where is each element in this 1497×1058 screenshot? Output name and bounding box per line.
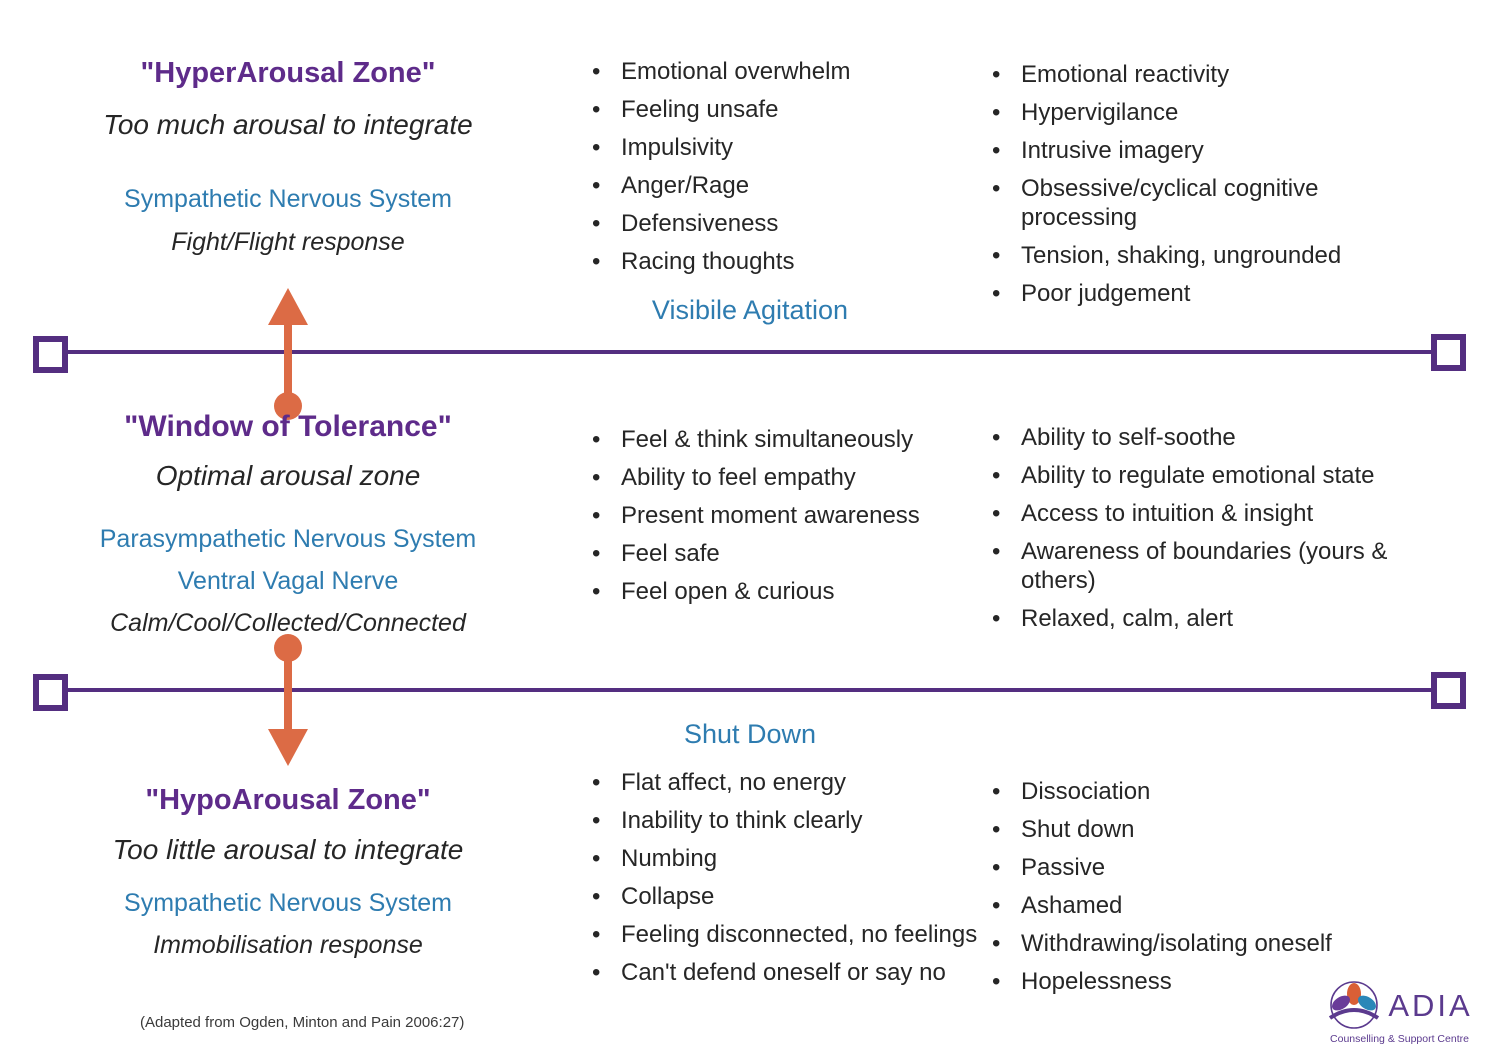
lower-boundary-left-square	[33, 674, 68, 711]
list-item: Flat affect, no energy	[585, 768, 985, 797]
hypoarousal-title: "HypoArousal Zone"	[145, 784, 431, 816]
window-title: "Window of Tolerance"	[124, 410, 452, 443]
list-item: Emotional overwhelm	[585, 57, 985, 86]
adia-logo: ADIA Counselling & Support Centre	[1312, 980, 1487, 1045]
citation-text: (Adapted from Ogden, Minton and Pain 200…	[140, 1014, 465, 1031]
adia-logo-tagline: Counselling & Support Centre	[1330, 1033, 1469, 1045]
list-item: Numbing	[585, 844, 985, 873]
list-item: Collapse	[585, 882, 985, 911]
list-item: Ability to feel empathy	[585, 463, 985, 492]
adia-logo-name: ADIA	[1388, 988, 1473, 1023]
up-arrow-icon	[268, 288, 308, 420]
hypoarousal-header: "HypoArousal Zone" Too little arousal to…	[16, 783, 560, 960]
list-item: Feeling unsafe	[585, 95, 985, 124]
list-item: Emotional reactivity	[985, 60, 1390, 89]
list-item: Tension, shaking, ungrounded	[985, 241, 1390, 270]
list-item: Dissociation	[985, 777, 1390, 806]
list-item: Impulsivity	[585, 133, 985, 162]
list-item: Feel safe	[585, 539, 985, 568]
list-item: Inability to think clearly	[585, 806, 985, 835]
down-arrow-icon	[268, 634, 308, 766]
window-system: Parasympathetic Nervous System	[99, 525, 477, 553]
list-item: Feeling disconnected, no feelings	[585, 920, 985, 949]
list-item: Intrusive imagery	[985, 136, 1390, 165]
visible-agitation-label: Visibile Agitation	[651, 295, 849, 325]
window-system2: Ventral Vagal Nerve	[177, 567, 399, 595]
list-item: Passive	[985, 853, 1390, 882]
list-item: Obsessive/cyclical cognitive processing	[985, 174, 1390, 232]
lower-boundary-line	[47, 688, 1447, 692]
list-item: Ability to regulate emotional state	[985, 461, 1390, 490]
list-item: Hypervigilance	[985, 98, 1390, 127]
list-item: Anger/Rage	[585, 171, 985, 200]
hypoarousal-subtitle: Too little arousal to integrate	[112, 834, 464, 865]
list-item: Relaxed, calm, alert	[985, 604, 1390, 633]
list-item: Ashamed	[985, 891, 1390, 920]
list-item: Poor judgement	[985, 279, 1390, 308]
window-list-right: Ability to self-sootheAbility to regulat…	[985, 423, 1390, 642]
list-item: Withdrawing/isolating oneself	[985, 929, 1390, 958]
adia-logo-icon	[1329, 981, 1380, 1029]
hypoarousal-response: Immobilisation response	[153, 931, 423, 959]
list-item: Defensiveness	[585, 209, 985, 238]
hyperarousal-list-mid: Emotional overwhelmFeeling unsafeImpulsi…	[585, 57, 985, 285]
upper-boundary-right-square	[1431, 334, 1466, 371]
list-item: Access to intuition & insight	[985, 499, 1390, 528]
window-subtitle: Optimal arousal zone	[155, 460, 421, 491]
lower-boundary-right-square	[1431, 672, 1466, 709]
list-item: Hopelessness	[985, 967, 1390, 996]
hyperarousal-title: "HyperArousal Zone"	[140, 57, 436, 89]
list-item: Ability to self-soothe	[985, 423, 1390, 452]
hyperarousal-system: Sympathetic Nervous System	[124, 185, 452, 213]
hyperarousal-response: Fight/Flight response	[171, 228, 405, 256]
window-response: Calm/Cool/Collected/Connected	[110, 609, 466, 637]
hypoarousal-system: Sympathetic Nervous System	[124, 889, 452, 917]
shut-down-label: Shut Down	[683, 719, 817, 749]
hyperarousal-header: "HyperArousal Zone" Too much arousal to …	[16, 56, 560, 257]
window-header: "Window of Tolerance" Optimal arousal zo…	[16, 410, 560, 638]
hypoarousal-list-right: DissociationShut downPassiveAshamedWithd…	[985, 777, 1390, 1005]
window-list-mid: Feel & think simultaneouslyAbility to fe…	[585, 425, 985, 615]
hypoarousal-list-mid: Flat affect, no energyInability to think…	[585, 768, 985, 996]
list-item: Present moment awareness	[585, 501, 985, 530]
list-item: Awareness of boundaries (yours & others)	[985, 537, 1390, 595]
hyperarousal-list-right: Emotional reactivityHypervigilanceIntrus…	[985, 60, 1390, 317]
list-item: Feel & think simultaneously	[585, 425, 985, 454]
list-item: Racing thoughts	[585, 247, 985, 276]
list-item: Can't defend oneself or say no	[585, 958, 985, 987]
list-item: Feel open & curious	[585, 577, 985, 606]
list-item: Shut down	[985, 815, 1390, 844]
hyperarousal-subtitle: Too much arousal to integrate	[103, 109, 473, 140]
upper-boundary-left-square	[33, 336, 68, 373]
upper-boundary-line	[47, 350, 1447, 354]
